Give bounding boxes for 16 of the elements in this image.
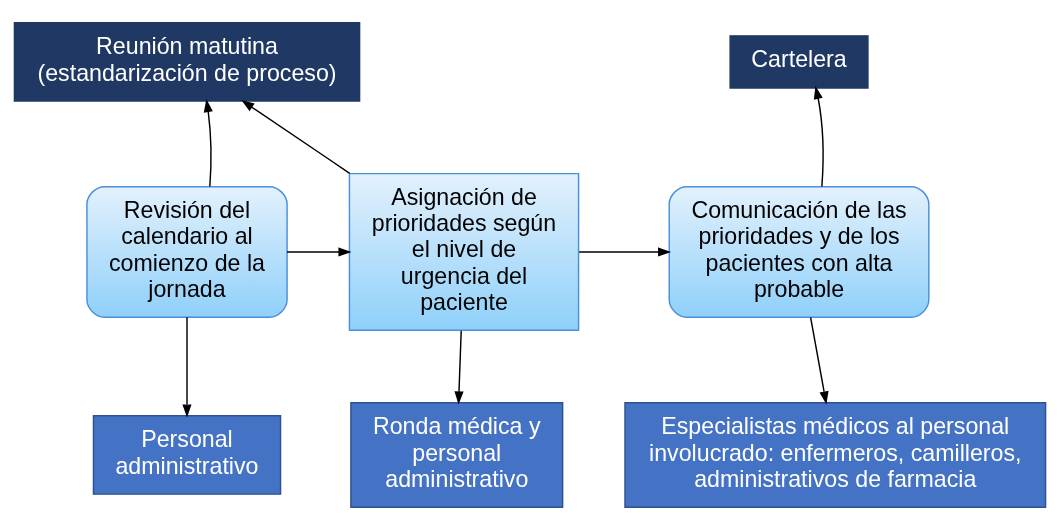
- node-box: Reunión matutina (estandarización de proceso): [13, 21, 361, 102]
- node-box: Revisión del calendario al comienzo de la jornada: [86, 185, 288, 318]
- node-box: Asignación de prioridades según el nivel de urgencia del paciente: [348, 172, 580, 331]
- arrow: [578, 246, 672, 257]
- node-box: Especialistas médicos al personal involucrado: enfermeros, camilleros, administrativos de farmacia: [624, 401, 1047, 508]
- arrow: [241, 99, 351, 174]
- node-box: Comunicación de las prioridades y de los pacientes con alta probable: [668, 185, 930, 318]
- arrow: [813, 85, 824, 187]
- arrow: [182, 316, 192, 417]
- arrow: [809, 316, 829, 404]
- arrow: [203, 98, 213, 187]
- node-box: Cartelera: [729, 34, 869, 89]
- arrow: [286, 246, 352, 257]
- node-box: Personal administrativo: [92, 414, 282, 495]
- node-box: Ronda médica y personal administrativo: [350, 401, 564, 508]
- arrow: [454, 329, 464, 404]
